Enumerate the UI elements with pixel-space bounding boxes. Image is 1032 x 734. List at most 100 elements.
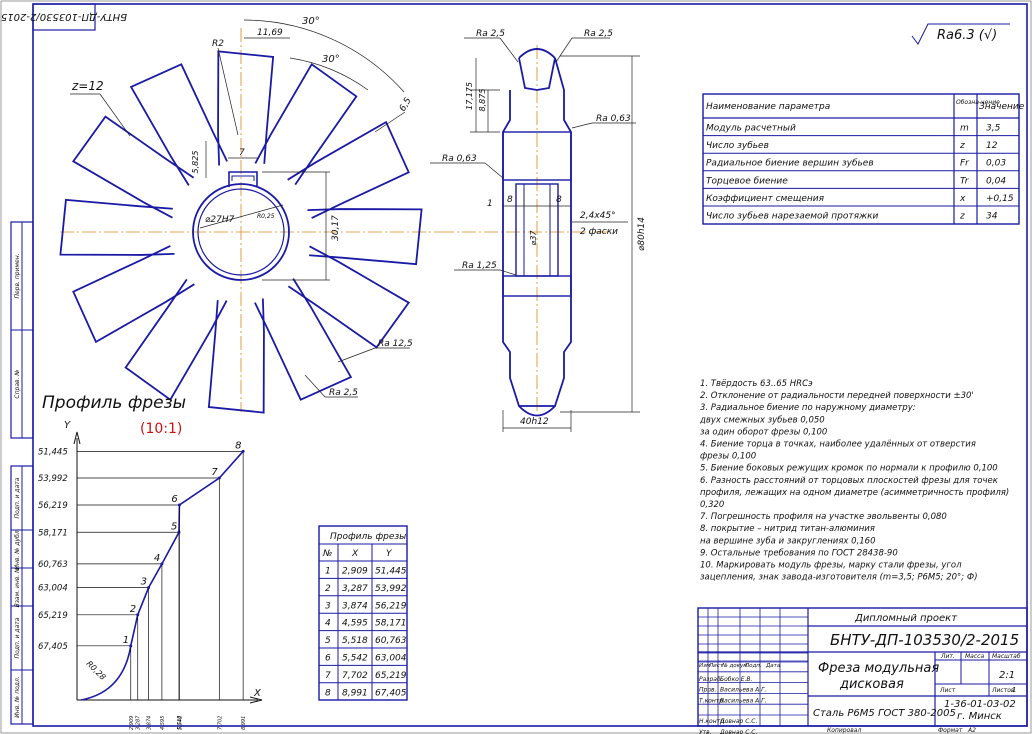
profile-y-tick: 65,219	[38, 611, 68, 621]
profile-point-label: 6	[171, 494, 177, 505]
tb-scale: 2:1	[999, 670, 1015, 681]
profile-point-label: 8	[235, 440, 241, 451]
tb-sheets-n: 1	[1012, 686, 1016, 694]
params-header-val: Значение	[979, 102, 1025, 112]
profile-point	[136, 613, 140, 617]
cutter-tooth	[59, 198, 175, 256]
stamp-code-rotated: БНТУ-ДП-103530/2-2015	[1, 11, 127, 22]
cutter-tooth	[287, 245, 411, 349]
tb-org-2: г. Минск	[957, 711, 1002, 722]
pt-cell: 63,004	[375, 654, 407, 664]
params-cell: z	[959, 212, 965, 222]
ra125-side: Ra 1,25	[462, 261, 497, 271]
profile-x-tick: 4,595	[160, 716, 166, 730]
tb-person: Васильева А.Г.	[720, 697, 767, 704]
params-cell: 34	[986, 212, 998, 222]
profile-point	[129, 644, 133, 648]
profile-point-label: 4	[154, 553, 160, 564]
profile-point	[160, 562, 164, 566]
profile-y-tick: 53,992	[38, 474, 68, 484]
axis-x-label: X	[253, 688, 262, 699]
pt-cell: 2,909	[342, 567, 368, 577]
pt-cell: 58,171	[375, 619, 407, 629]
params-cell: Число зубьев	[706, 141, 769, 151]
pt-cell: 3	[325, 601, 331, 611]
note-line: на вершине зуба и закруглениях 0,160	[700, 536, 876, 546]
tb-head-cell: № докум.	[721, 663, 749, 669]
pt-cell: 56,219	[375, 601, 407, 611]
params-cell: x	[959, 194, 966, 204]
ra063-b: Ra 0,63	[442, 154, 477, 164]
pt-cell: 6	[325, 654, 331, 664]
tb-lit: Лит.	[940, 653, 955, 660]
params-cell: Fr	[960, 159, 970, 169]
roughness-general: Ra6.3 (√)	[937, 28, 997, 43]
strip-label-5: Взам. инв. №	[14, 567, 21, 608]
cutter-tooth	[254, 62, 358, 186]
profile-point	[217, 476, 221, 480]
profile-y-tick: 51,445	[38, 447, 68, 457]
cutter-tooth	[254, 278, 353, 401]
profile-point-label: 1	[123, 635, 129, 646]
tb-role: Разраб.	[699, 676, 723, 683]
note-line: двух смежных зубьев 0,050	[699, 415, 825, 425]
profile-x-tick: 5,542	[177, 716, 183, 730]
pt-cell: 3,287	[342, 584, 368, 594]
tb-role: Утв.	[699, 729, 712, 734]
pt-h-x: X	[351, 549, 359, 559]
ra25-a: Ra 2,5	[476, 29, 505, 39]
profile-point-label: 7	[211, 467, 218, 478]
stamp-box	[32, 3, 96, 31]
profile-curve	[80, 450, 244, 701]
dim-8-b: 8	[556, 195, 562, 205]
tb-sheet: Лист	[939, 687, 956, 694]
pt-cell: 7	[325, 671, 331, 681]
r025-label: R0,25	[257, 213, 275, 220]
cutter-tooth	[217, 50, 275, 166]
pt-cell: 2	[325, 584, 331, 594]
tb-person: Васильева А.Г.	[720, 687, 767, 694]
tb-name-1: Фреза модульная	[818, 661, 939, 676]
axis-y-label: Y	[64, 420, 71, 431]
cutter-tooth	[207, 298, 265, 414]
note-line: 9. Остальные требования по ГОСТ 28438-90	[700, 548, 898, 558]
pt-cell: 53,992	[375, 584, 407, 594]
dim-8875: 8,875	[478, 89, 487, 112]
tb-head-cell: Подп.	[745, 663, 762, 669]
cutter-tooth	[287, 120, 410, 219]
pt-cell: 5	[325, 636, 331, 646]
dim-1169: 11,69	[257, 28, 283, 38]
dim-7: 7	[239, 148, 245, 158]
tb-code: БНТУ-ДП-103530/2-2015	[830, 631, 1019, 649]
r2-label: R2	[212, 39, 224, 49]
note-line: 5. Биение боковых режущих кромок по норм…	[700, 464, 998, 474]
cutter-teeth	[59, 50, 423, 414]
params-cell: Tr	[960, 176, 970, 186]
strip-label-1: Перв. примен.	[14, 253, 21, 298]
pt-cell: 4,595	[342, 619, 368, 629]
pt-cell: 65,219	[375, 671, 407, 681]
note-line: фрезы 0,100	[700, 452, 756, 462]
dim-5825: 5,825	[191, 151, 200, 174]
profile-point	[177, 530, 181, 534]
angle-30b: 30°	[322, 54, 340, 65]
tb-head-cell: Лист	[708, 663, 724, 669]
dim-3017: 30,17	[331, 215, 341, 241]
profile-x-tick: 8,991	[241, 716, 247, 730]
params-cell: +0,15	[986, 194, 1014, 204]
pt-cell: 51,445	[375, 567, 407, 577]
tb-name-2: дисковая	[839, 677, 904, 692]
roughness-symbol	[911, 23, 1010, 45]
profile-x-tick: 3,874	[147, 716, 153, 730]
tb-format: Формат	[938, 727, 963, 734]
note-line: 8. покрытие – нитрид титан-алюминия	[700, 524, 875, 534]
params-cell: 0,04	[986, 176, 1006, 186]
note-line: зацепления, знак завода-изготовителя (m=…	[700, 573, 978, 583]
profile-x-tick: 3,287	[136, 715, 142, 730]
profile-point-label: 5	[171, 521, 177, 532]
chamfer-note: 2 фаски	[580, 227, 618, 237]
tb-material: Сталь Р6М5 ГОСТ 380-2005	[813, 708, 956, 719]
